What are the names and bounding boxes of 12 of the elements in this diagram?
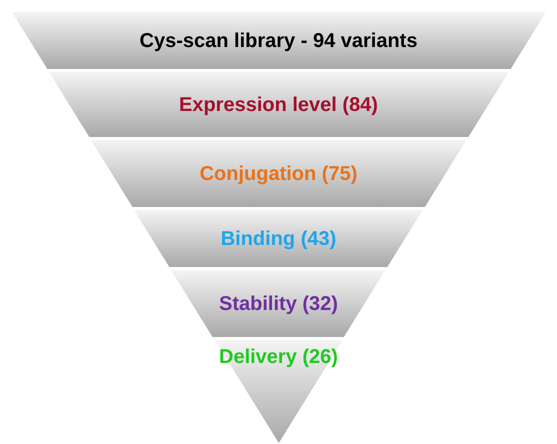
band-label: Expression level (84): [178, 92, 379, 118]
band-label: Stability (32): [218, 292, 339, 316]
band-label: Conjugation (75): [198, 162, 358, 186]
funnel-band: [48, 72, 508, 137]
band-label: Binding (43): [220, 226, 338, 252]
funnel-band: [90, 140, 466, 207]
band-label: Delivery (26): [218, 345, 338, 370]
funnel-band: [171, 270, 386, 337]
funnel-band: [214, 340, 342, 443]
funnel-band: [134, 210, 423, 267]
band-label: Cys-scan library - 94 variants: [138, 28, 418, 54]
funnel-band: [12, 12, 546, 69]
